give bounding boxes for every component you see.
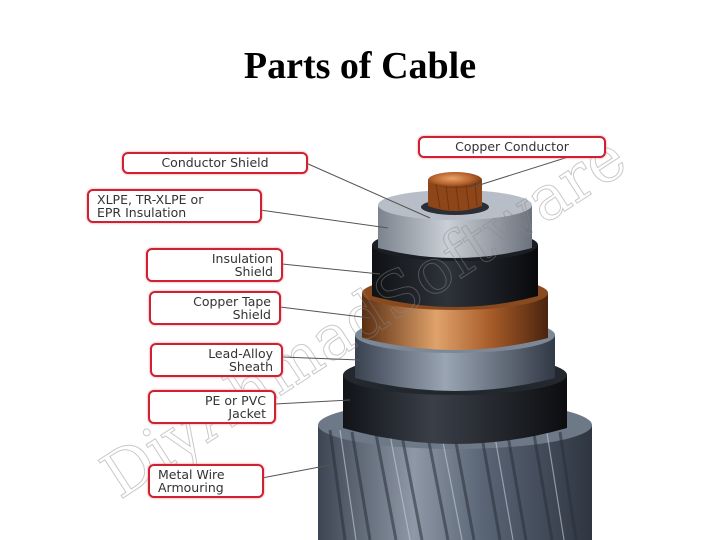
label-copper-conductor: Copper Conductor bbox=[418, 136, 606, 158]
label-conductor-shield: Conductor Shield bbox=[122, 152, 308, 174]
label-jacket: PE or PVC Jacket bbox=[148, 390, 276, 424]
label-insulation-shield: Insulation Shield bbox=[146, 248, 283, 282]
label-lead-alloy-sheath: Lead-Alloy Sheath bbox=[150, 343, 283, 377]
copper-conductor bbox=[428, 172, 482, 211]
label-insulation: XLPE, TR-XLPE or EPR Insulation bbox=[87, 189, 262, 223]
label-metal-wire-armouring: Metal Wire Armouring bbox=[148, 464, 264, 498]
leader-lines bbox=[259, 146, 601, 479]
page-title: Parts of Cable bbox=[243, 45, 477, 87]
label-copper-tape-shield: Copper Tape Shield bbox=[149, 291, 281, 325]
